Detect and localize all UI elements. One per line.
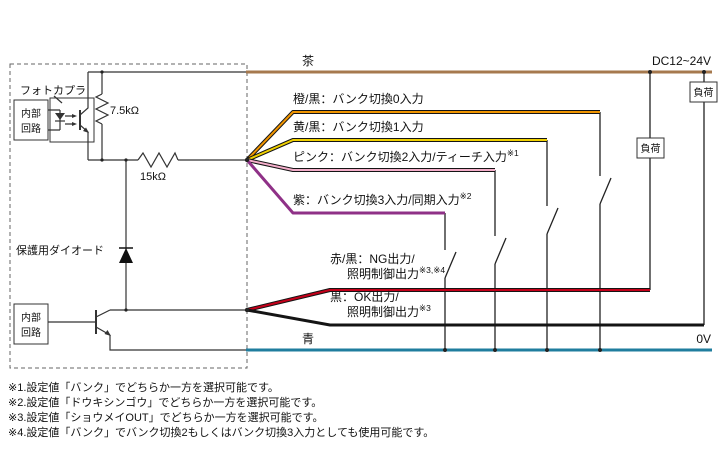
resistor-7-5k: 7.5kΩ — [94, 72, 139, 160]
switch-lever-icon — [494, 237, 507, 265]
internal-circuit-label: 内部 — [21, 107, 41, 120]
footnote-1: ※1.設定値「バンク」でどちらか一方を選択可能です。 — [8, 382, 279, 394]
orange-black-wire — [245, 110, 600, 162]
internal-circuit-label: 内部 — [21, 311, 41, 324]
dc-voltage-label: DC12~24V — [652, 54, 711, 68]
red-black-wire — [246, 288, 650, 312]
black-wire — [246, 308, 704, 327]
resistor-15k-label: 15kΩ — [140, 171, 166, 183]
load-box — [636, 137, 665, 159]
load-connection-ok: 負荷 — [689, 72, 718, 325]
protection-diode-label: 保護用ダイオード — [16, 243, 104, 257]
red-wire-label-line1: 赤/黒：NG出力/ — [330, 252, 415, 266]
bank2-switch — [494, 170, 507, 350]
internal-circuit-box-top: 内部 回路 — [13, 99, 49, 141]
blue-wire-label: 青 — [302, 332, 314, 346]
load-connection-ng: 負荷 — [636, 72, 665, 290]
switch-lever-icon — [444, 251, 457, 279]
zero-volt-label: 0V — [696, 332, 711, 346]
internal-circuit-label: 回路 — [21, 122, 41, 135]
red-wire-label-line2: 照明制御出力※3,※4 — [347, 265, 445, 281]
purple-wire-label: 紫：バンク切換3入力/同期入力※2 — [293, 191, 472, 207]
load-label: 負荷 — [641, 143, 661, 155]
yellow-wire-label: 黄/黒：バンク切換1入力 — [293, 120, 424, 134]
footnotes: ※1.設定値「バンク」でどちらか一方を選択可能です。 ※2.設定値「ドウキシンゴ… — [8, 381, 434, 441]
brown-wire-label: 茶 — [302, 53, 314, 68]
led-light-arrows-icon — [65, 114, 77, 126]
pink-wire — [246, 158, 495, 172]
footnote-4: ※4.設定値「バンク」でバンク切換2もしくはバンク切換3入力としても使用可能です… — [8, 427, 435, 439]
led-icon — [55, 113, 65, 120]
footnote-2: ※2.設定値「ドウキシンゴウ」でどちらか一方を選択可能です。 — [8, 397, 323, 409]
black-wire-label-line1: 黒：OK出力/ — [330, 290, 399, 304]
bank1-switch — [546, 140, 559, 350]
photocoupler-icon — [48, 72, 95, 160]
load-label: 負荷 — [694, 87, 714, 99]
orange-wire-label: 橙/黒：バンク切換0入力 — [293, 91, 424, 106]
pink-wire-label: ピンク：バンク切換2入力/ティーチ入力※1 — [293, 148, 519, 164]
photocoupler-label: フォトカプラ — [20, 84, 86, 97]
bank0-switch — [599, 112, 612, 350]
output-transistor-icon — [48, 309, 111, 336]
internal-circuit-wiring — [88, 71, 247, 351]
junction-dots — [100, 70, 706, 352]
switch-lever-icon — [546, 207, 559, 235]
photocoupler-pointer-line — [53, 95, 63, 104]
footnote-3: ※3.設定値「ショウメイOUT」でどちらか一方を選択可能です。 — [8, 412, 324, 424]
yellow-black-wire — [246, 138, 547, 162]
black-wire-label-line2: 照明制御出力※3 — [347, 303, 431, 319]
purple-wire — [245, 159, 445, 215]
load-box — [689, 81, 718, 103]
sensor-boundary-box — [9, 63, 248, 369]
protection-diode-icon — [119, 160, 133, 310]
resistor-15k: 15kΩ — [137, 151, 179, 183]
bank3-switch — [444, 213, 457, 350]
switch-lever-icon — [599, 177, 612, 205]
phototransistor-icon — [79, 72, 89, 160]
internal-circuit-label: 回路 — [21, 326, 41, 339]
resistor-7-5k-label: 7.5kΩ — [110, 105, 139, 117]
internal-circuit-box-bottom: 内部 回路 — [13, 303, 49, 345]
